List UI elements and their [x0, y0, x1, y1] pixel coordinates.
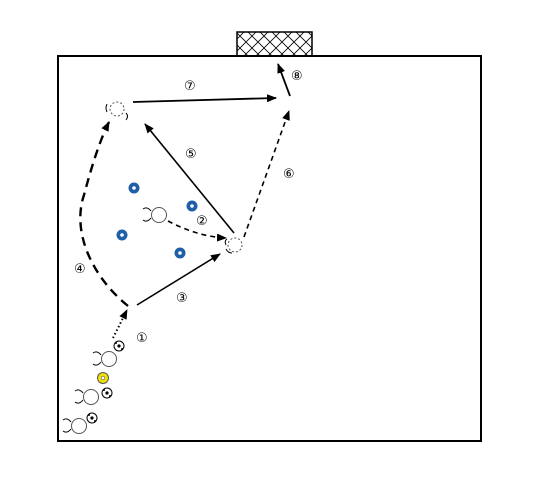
pass-line-1 — [112, 309, 128, 339]
step-label-8: ⑧ — [291, 69, 303, 84]
player-icon — [74, 389, 99, 405]
shot-line-8 — [277, 63, 291, 97]
pass-line-7 — [132, 94, 277, 103]
field-boundary — [57, 55, 482, 442]
step-label-3: ③ — [176, 291, 188, 306]
run-line-6 — [243, 110, 290, 238]
cone-icon — [128, 182, 140, 194]
player-queue — [62, 340, 125, 434]
soccer-ball-icon — [101, 387, 113, 399]
player-icon — [62, 418, 87, 434]
cone-group-blue — [116, 182, 198, 259]
pass-line-5 — [144, 123, 235, 234]
soccer-ball-icon — [113, 340, 125, 352]
step-label-6: ⑥ — [283, 167, 295, 182]
step-label-4: ④ — [74, 262, 86, 277]
step-label-2: ② — [196, 214, 208, 229]
step-label-5: ⑤ — [185, 147, 197, 162]
player-icon — [92, 351, 117, 367]
pass-line-3 — [136, 253, 221, 306]
goal-net-icon — [236, 31, 313, 57]
run-line-4 — [79, 121, 129, 307]
run-line-2 — [167, 220, 227, 242]
cone-icon — [186, 200, 198, 212]
soccer-ball-icon — [86, 412, 98, 424]
player-icon — [142, 207, 167, 223]
cone-icon — [116, 229, 128, 241]
step-label-1: ① — [136, 331, 148, 346]
position-marker — [105, 101, 128, 121]
cone-icon — [97, 372, 109, 384]
cone-icon — [174, 247, 186, 259]
step-label-7: ⑦ — [184, 79, 196, 94]
